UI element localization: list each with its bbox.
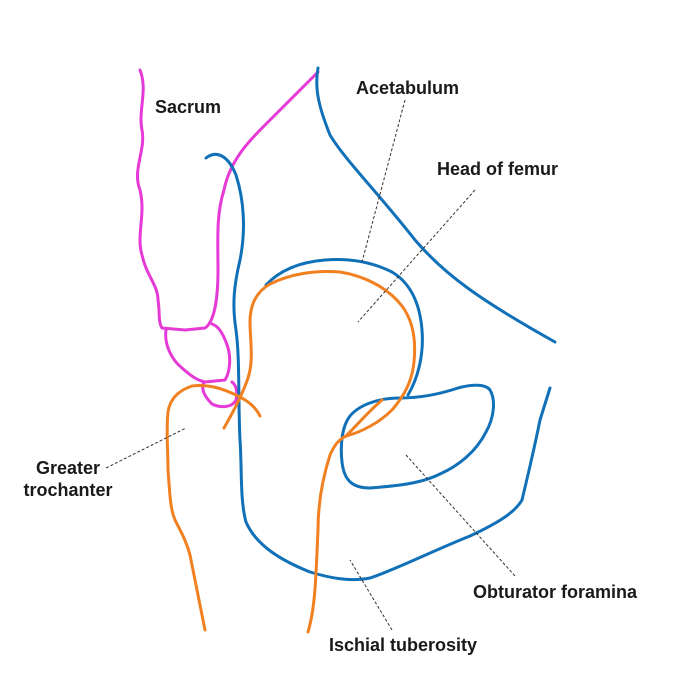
label-head-of-femur: Head of femur <box>437 159 559 179</box>
label-ischial-tuberosity: Ischial tuberosity <box>329 635 478 655</box>
sacrum-outline <box>135 68 320 409</box>
label-greater-trochanter-line2: trochanter <box>23 480 113 500</box>
ischial-tuberosity-leader-line <box>349 559 393 631</box>
obturator-foramina-leader-line <box>405 454 516 577</box>
label-greater-trochanter: Greater trochanter <box>14 457 122 501</box>
label-acetabulum: Acetabulum <box>356 78 460 98</box>
leader-lines <box>105 99 516 631</box>
label-greater-trochanter-line1: Greater <box>35 458 101 478</box>
label-obturator-foramina: Obturator foramina <box>473 582 638 602</box>
head-of-femur-leader-line <box>357 189 476 323</box>
acetabulum-leader-line <box>361 99 406 263</box>
femur-outline <box>165 270 417 634</box>
label-sacrum: Sacrum <box>155 97 222 117</box>
pelvis-outline <box>204 66 557 582</box>
